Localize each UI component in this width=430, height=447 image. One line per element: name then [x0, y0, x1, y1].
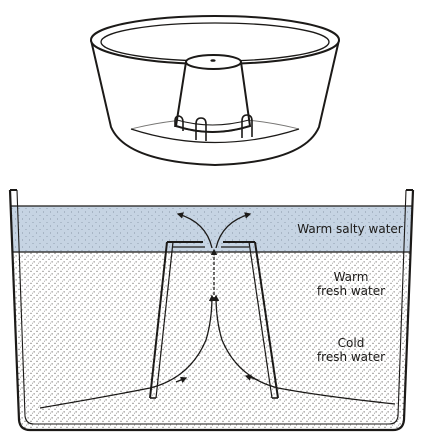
bowl-illustration: [90, 15, 340, 167]
label-cold-fresh-line1: Cold: [337, 336, 365, 350]
label-warm-salty-water: Warm salty water: [290, 222, 410, 236]
pot-cross-section: [149, 241, 279, 399]
label-cold-fresh-water: Cold fresh water: [296, 336, 406, 364]
pot-support-clips: [174, 114, 253, 141]
label-warm-fresh-line1: Warm: [333, 270, 369, 284]
label-warm-salty-text: Warm salty water: [297, 222, 403, 236]
tank-wall: [8, 189, 415, 432]
inverted-pot: [174, 54, 252, 133]
label-warm-fresh-water: Warm fresh water: [296, 270, 406, 298]
flow-arrows: [39, 212, 396, 409]
label-warm-fresh-line2: fresh water: [316, 284, 386, 298]
label-cold-fresh-line2: fresh water: [316, 350, 386, 364]
tank-illustration: [8, 189, 415, 432]
